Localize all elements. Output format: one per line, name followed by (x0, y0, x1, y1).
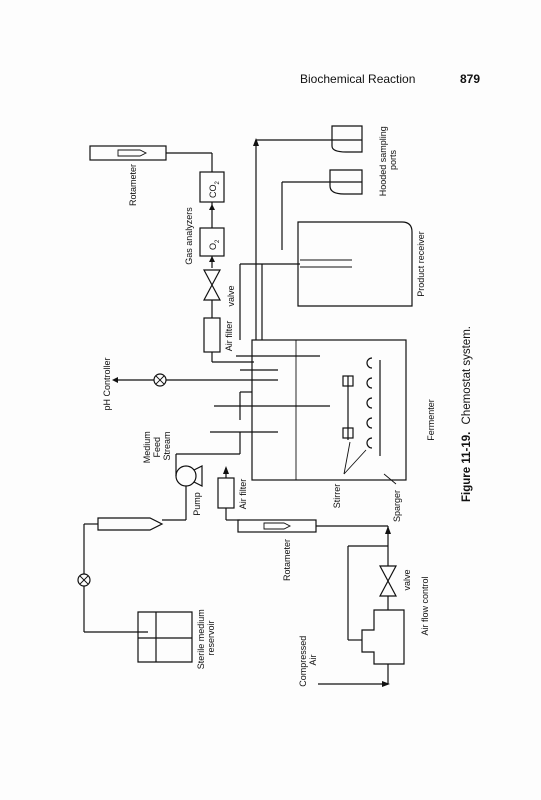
valve-top-icon (203, 269, 221, 318)
running-title: Biochemical Reaction (300, 72, 416, 86)
air-filter-top-label: Air filter (224, 321, 234, 352)
fermenter (210, 339, 407, 481)
valve-top-label: valve (226, 285, 236, 306)
air-flow-control (347, 545, 405, 684)
sterile-medium-reservoir (77, 517, 193, 663)
page-number: 879 (459, 72, 480, 86)
stirrer-leader (343, 441, 351, 475)
gas-analyzers (199, 171, 225, 268)
air-filter-bottom-label: Air filter (238, 479, 248, 510)
rotameter-top (89, 145, 213, 172)
running-head: Biochemical Reaction 879 (300, 70, 480, 88)
figure-label: Figure 11-19. (461, 432, 473, 502)
fermenter-label: Fermenter (426, 399, 436, 441)
pump-icon (162, 432, 241, 521)
rotameter-bottom (237, 519, 391, 560)
sparger-label: Sparger (392, 490, 402, 522)
hooded-sampling-label: Hooded sampling ports (378, 124, 398, 197)
ph-controller (112, 373, 278, 387)
compressed-air-label: Compressed Air (298, 633, 318, 687)
valve-bottom-label: valve (402, 569, 412, 590)
rotameter-bottom-label: Rotameter (282, 539, 292, 581)
rotameter-top-label: Rotameter (128, 164, 138, 206)
medium-feed-stream-label: Medium Feed Stream (142, 429, 172, 464)
ph-controller-label: pH Controller (102, 357, 112, 410)
o2-analyzer-label: O2 (208, 239, 221, 250)
sterile-medium-label: Sterile medium reservoir (196, 607, 216, 670)
figure-title: Chemostat system. (461, 326, 473, 424)
product-receiver (239, 221, 413, 340)
hooded-sampling-ports (253, 125, 363, 340)
valve-bottom-icon (379, 560, 397, 610)
figure-caption: Figure 11-19. Chemostat system. (461, 326, 473, 502)
pump-label: Pump (192, 492, 202, 516)
product-receiver-label: Product receiver (416, 231, 426, 297)
air-filter-top (203, 317, 254, 363)
air-filter-bottom (217, 466, 240, 521)
stirrer-label: Stirrer (332, 484, 342, 509)
air-flow-control-label: Air flow control (420, 576, 430, 635)
compressed-air-line (318, 681, 390, 687)
co2-analyzer-label: CO2 (208, 181, 221, 199)
gas-analyzers-label: Gas analyzers (184, 207, 194, 265)
sparger-leader (383, 473, 397, 485)
